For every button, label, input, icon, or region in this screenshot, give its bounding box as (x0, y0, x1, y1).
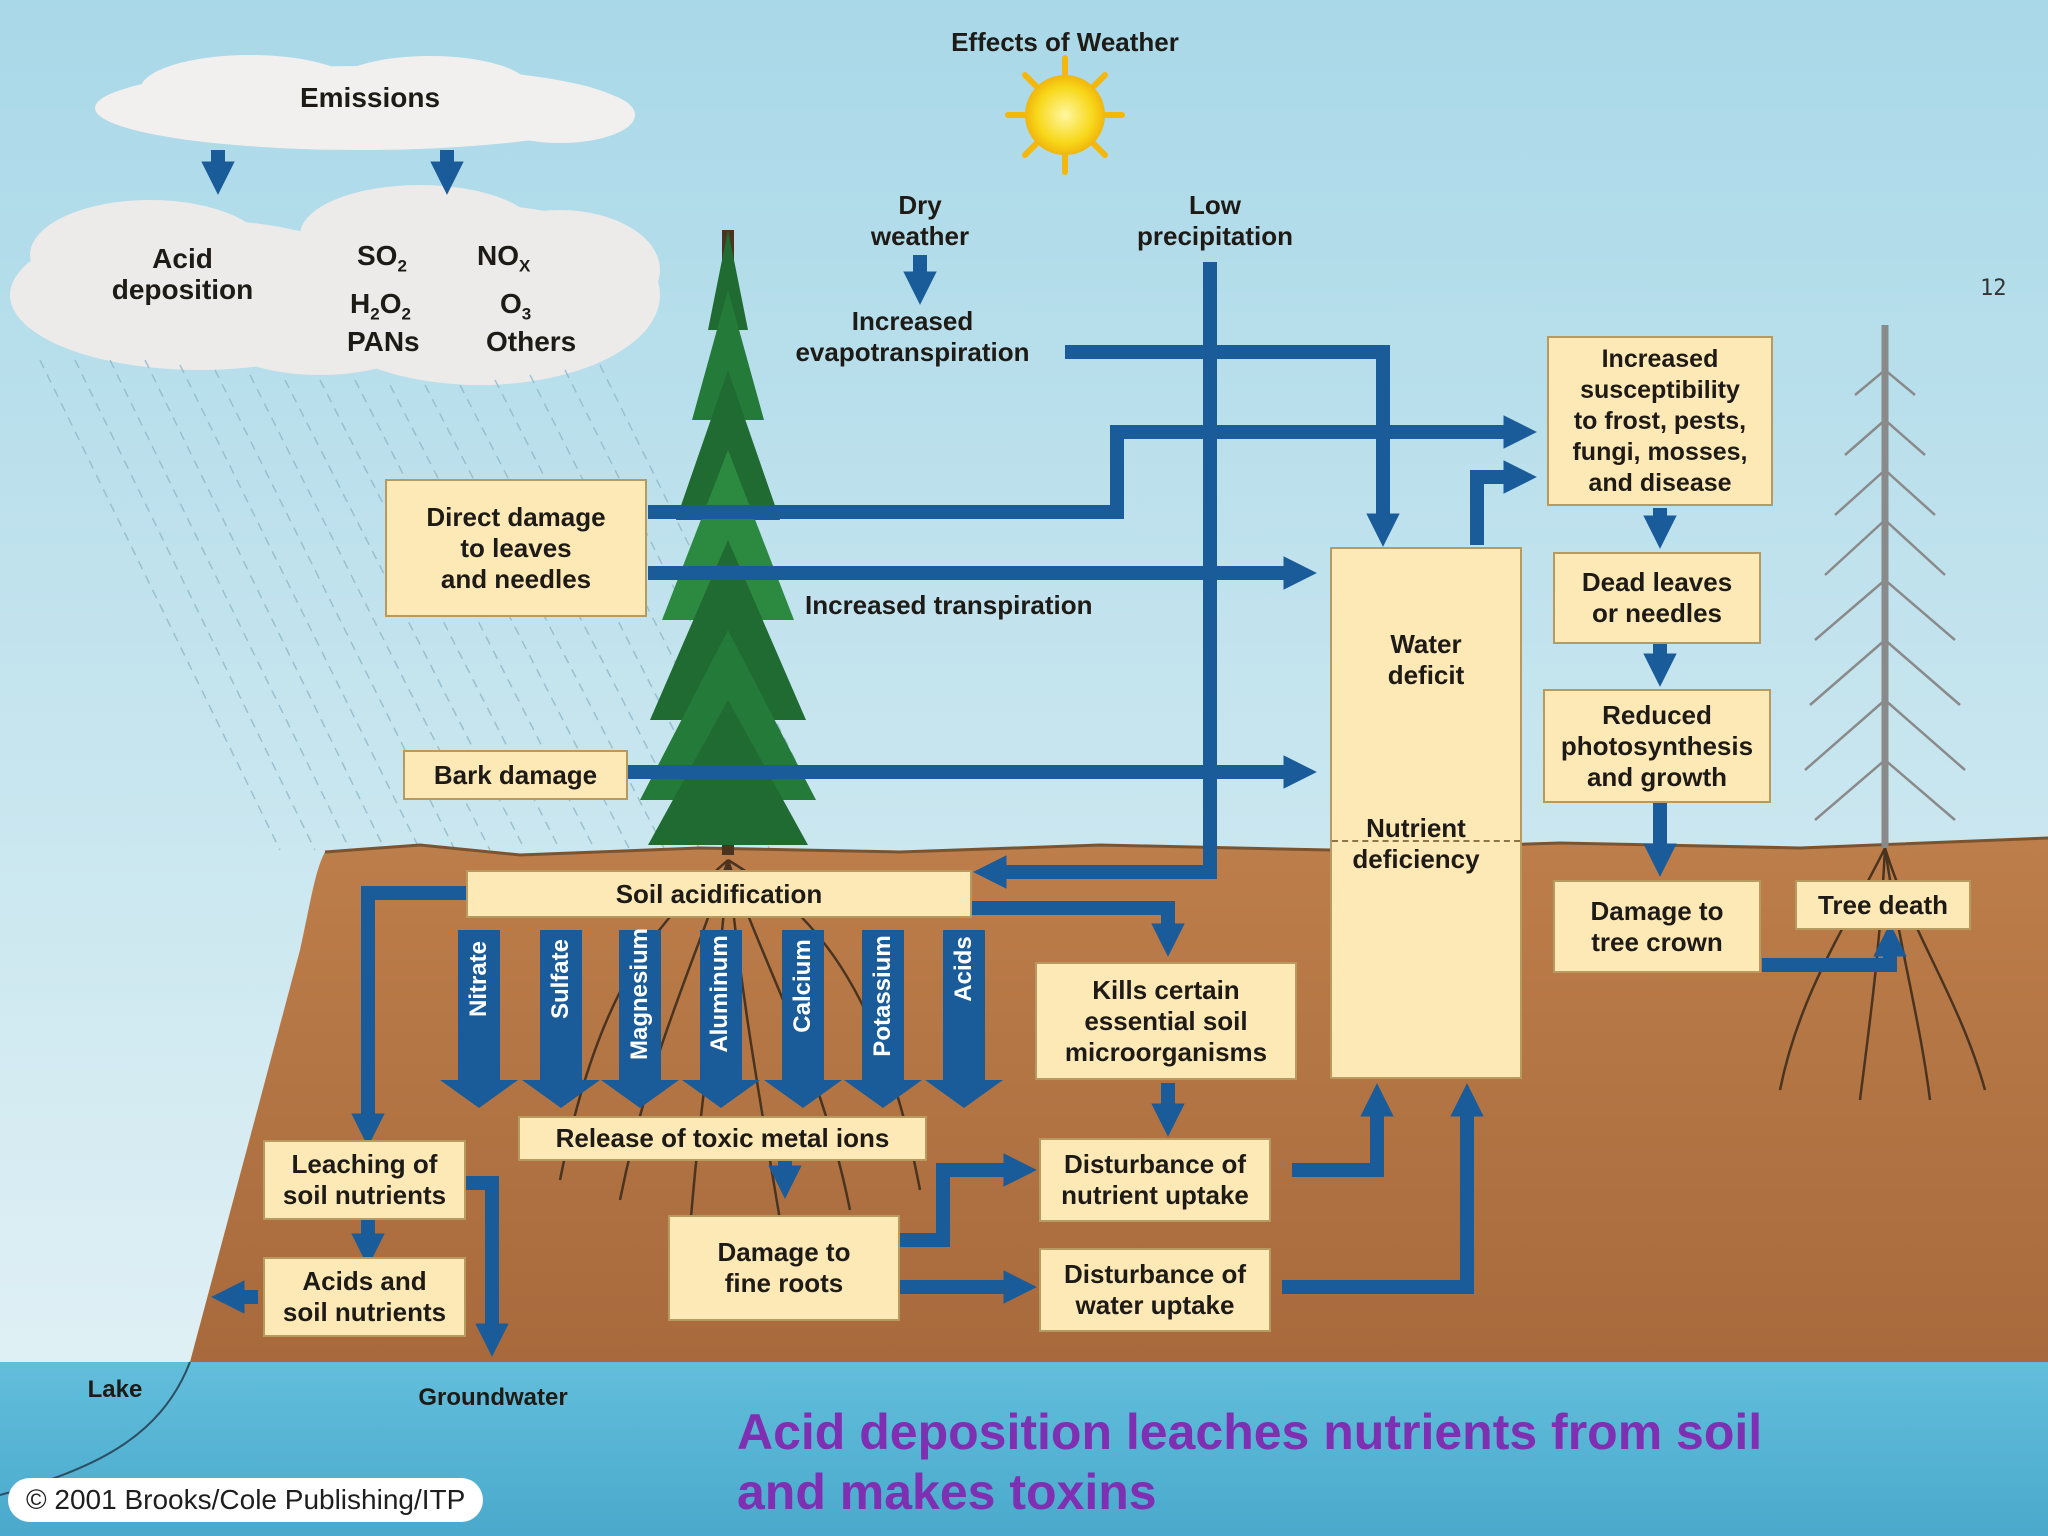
pollutant-others: Others (486, 326, 577, 357)
direct-damage-box: Direct damage to leaves and needles (385, 479, 647, 617)
acid-deposition-label: Acid deposition (111, 243, 254, 305)
page-number: 12 (1980, 276, 2007, 301)
leaching-box: Leaching of soil nutrients (263, 1140, 466, 1220)
arrow-water-deficit (1470, 460, 1537, 545)
nutrient-uptake-box: Disturbance of nutrient uptake (1039, 1138, 1271, 1222)
reduced-photosynthesis-box: Reduced photosynthesis and growth (1543, 689, 1771, 803)
dead-tree-icon (1804, 325, 1966, 848)
arrow-direct-damage (648, 415, 1537, 519)
soil-flow-nitrate: Nitrate (465, 940, 492, 1018)
kills-microorganisms-box: Kills certain essential soil microorgani… (1035, 962, 1297, 1080)
groundwater-label: Groundwater (418, 1384, 568, 1411)
dry-weather-label: Dry weather (870, 190, 970, 251)
increased-evapotranspiration-label: Increased evapotranspiration (795, 306, 1030, 367)
arrow-kills-microorganisms (972, 901, 1185, 957)
soil-surface (324, 836, 2048, 857)
sun-icon (1005, 55, 1125, 175)
soil-flow-calcium: Calcium (789, 939, 816, 1033)
arrow-groundwater (466, 1176, 509, 1357)
pollutant-pans: PANs (347, 326, 420, 357)
release-toxic-box: Release of toxic metal ions (518, 1116, 927, 1161)
nutrient-deficiency-label: Nutrient deficiency (1352, 813, 1480, 874)
susceptibility-box: Increased susceptibility to frost, pests… (1547, 336, 1773, 506)
arrow-evapotranspiration (1065, 345, 1400, 547)
lake-label: Lake (87, 1376, 143, 1403)
acids-nutrients-box: Acids and soil nutrients (263, 1257, 466, 1337)
low-precipitation-label: Low precipitation (1136, 190, 1293, 251)
weather-title: Effects of Weather (951, 27, 1179, 57)
soil-flow-magnesium: Magnesium (626, 927, 653, 1061)
arrow-tree-death (1762, 923, 1907, 972)
arrow-leaching (351, 886, 468, 1147)
pollutant-so2: SO2 (357, 240, 407, 276)
arrow-roots-nutrient (900, 1153, 1037, 1247)
pollutant-o3: O3 (500, 288, 532, 324)
tree-death-box: Tree death (1795, 880, 1971, 930)
soil-flow-acids: Acids (950, 936, 977, 1002)
pollutant-nox: NOX (477, 240, 531, 276)
damage-crown-box: Damage to tree crown (1553, 880, 1761, 973)
damage-roots-box: Damage to fine roots (668, 1215, 900, 1321)
water-uptake-box: Disturbance of water uptake (1039, 1248, 1271, 1332)
arrow-nutrient-uptake-up (1292, 1083, 1394, 1177)
bark-damage-box: Bark damage (403, 750, 628, 800)
soil-nutrient-arrows (440, 930, 1003, 1108)
soil-flow-aluminum: Aluminum (706, 935, 733, 1053)
water-nutrient-box: Water deficit Nutrient deficiency (1330, 547, 1522, 1079)
arrow-water-uptake-up (1282, 1083, 1484, 1294)
soil-flow-sulfate: Sulfate (547, 939, 574, 1020)
emissions-cloud (95, 55, 635, 150)
deficit-divider (1332, 840, 1520, 842)
pollutant-h2o2: H2O2 (350, 288, 411, 324)
caption: Acid deposition leaches nutrients from s… (737, 1404, 1763, 1520)
water-deficit-label: Water deficit (1387, 629, 1465, 690)
soil-acidification-box: Soil acidification (466, 870, 972, 918)
arrow-low-precipitation (973, 262, 1217, 889)
emissions-label: Emissions (299, 82, 441, 113)
copyright: © 2001 Brooks/Cole Publishing/ITP (8, 1478, 484, 1522)
flow-arrows (201, 150, 1907, 1357)
soil-flow-potassium: Potassium (869, 935, 896, 1057)
dead-leaves-box: Dead leaves or needles (1553, 552, 1761, 644)
acid-deposition-cloud (10, 185, 660, 385)
increased-transpiration-label: Increased transpiration (805, 590, 1093, 620)
